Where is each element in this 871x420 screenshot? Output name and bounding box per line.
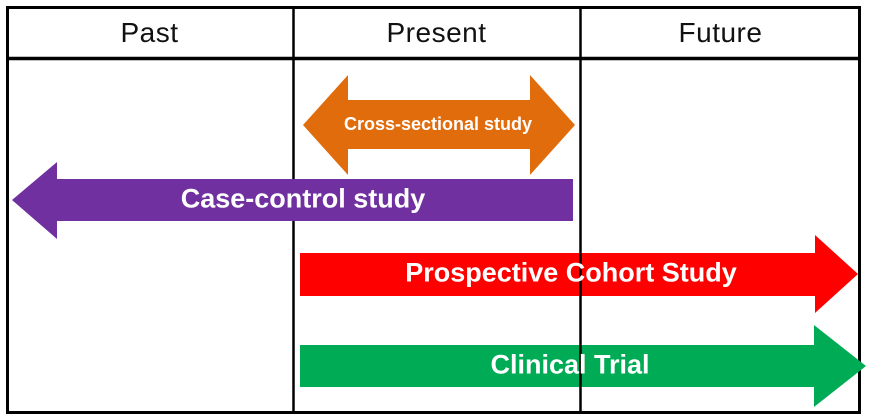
case-control-arrow-label: Case-control study [180,183,426,214]
clinical-trial-arrow-shape [300,325,866,407]
column-header-future: Future [678,17,763,48]
clinical-trial-arrow-label: Clinical Trial [490,349,650,380]
cross-sectional-arrow-label: Cross-sectional study [343,114,533,134]
case-control-arrow-shape [12,162,573,239]
table-outer-border [6,6,861,414]
cross-sectional-arrow-shape [303,75,575,175]
prospective-cohort-arrow-label: Prospective Cohort Study [405,257,737,288]
column-header-past: Past [120,17,179,48]
prospective-cohort-arrow-shape [300,235,858,313]
column-header-present: Present [386,17,487,48]
